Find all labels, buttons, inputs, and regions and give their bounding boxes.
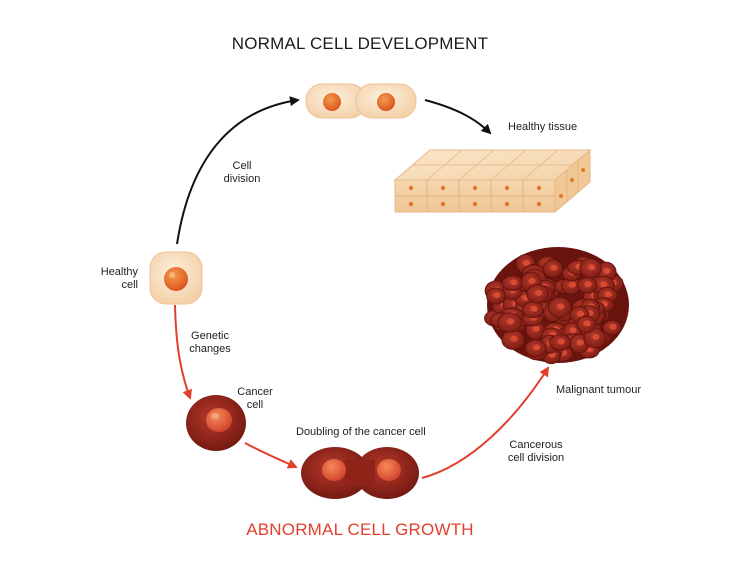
arrow-to-cancer-cell [174,304,193,400]
doubling-label: Doubling of the cancer cell [296,426,426,438]
dividing-cell-icon [305,83,417,119]
malignant-tumour-icon [484,247,629,365]
abnormal-growth-title: ABNORMAL CELL GROWTH [246,520,474,539]
cancerous-division-label: Cancerous cell division [507,439,565,464]
healthy-cell-icon [149,251,203,305]
cancer-cell-label: Cancer cell [237,386,273,411]
genetic-changes-label: Genetic changes [189,330,231,355]
cancer-cell-icon [186,395,246,451]
healthy-tissue-icon [393,148,592,214]
malignant-tumour-label: Malignant tumour [556,384,641,396]
normal-development-title: NORMAL CELL DEVELOPMENT [231,34,489,53]
cell-division-label: Cell division [223,160,261,185]
healthy-tissue-label: Healthy tissue [508,121,578,133]
doubling-cancer-cell-icon [301,447,419,499]
arrow-to-tissue [424,99,492,135]
arrow-to-division [176,96,300,245]
arrow-to-doubling [244,442,298,469]
healthy-cell-label: Healthy cell [100,266,138,291]
arrow-to-tumour [421,366,550,479]
